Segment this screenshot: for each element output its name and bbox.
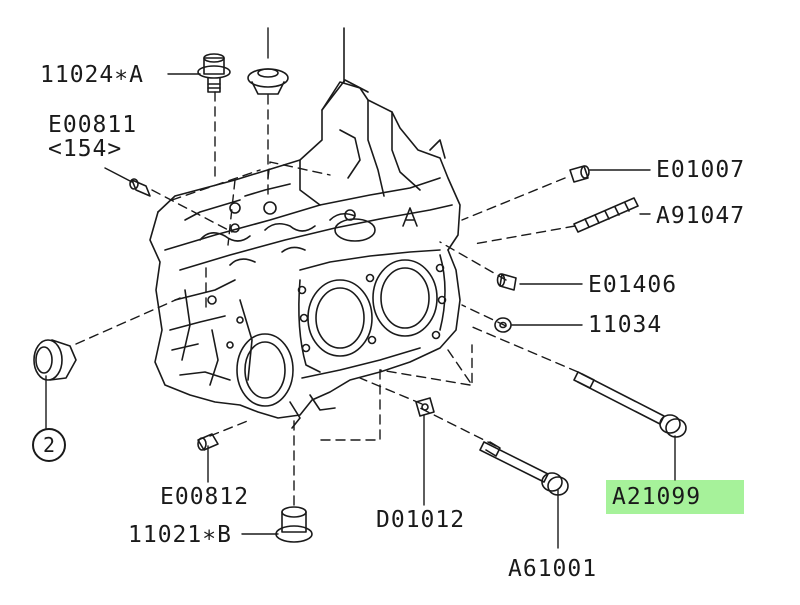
- label-e00812: E00812: [160, 484, 250, 510]
- bolt-11024a-icon: [197, 53, 231, 93]
- dashed-leaders: [75, 91, 579, 506]
- label-a21099: A21099: [612, 484, 702, 510]
- dowel-e00811-icon: [129, 178, 151, 197]
- label-11034: 11034: [588, 312, 663, 338]
- block-letter: [402, 207, 418, 227]
- part-highlight: [606, 480, 744, 514]
- dowel-e01406-icon: [496, 273, 517, 291]
- label-11021b: 11021∗B: [128, 522, 232, 548]
- label-e01007: E01007: [656, 157, 746, 183]
- label-d01012: D01012: [376, 507, 466, 533]
- plug-11021b-icon: [275, 506, 313, 543]
- solid-leaders: [45, 27, 676, 549]
- washer-d01012-icon: [415, 397, 435, 417]
- reference-circle-2: 2: [32, 428, 66, 462]
- bolt-a61001-icon: [479, 441, 569, 496]
- label-11024a: 11024∗A: [40, 62, 144, 88]
- label-a61001: A61001: [508, 556, 598, 582]
- plug-icon: [247, 68, 289, 95]
- seal-icon: [33, 339, 77, 381]
- washer-11034-icon: [494, 317, 512, 333]
- bolt-a21099-icon: [573, 371, 687, 438]
- bolt-holes: [207, 201, 447, 353]
- label-e00811-qty: <154>: [48, 136, 123, 162]
- dowel-e01007-icon: [569, 165, 590, 183]
- stud-a91047-icon: [573, 197, 639, 233]
- label-a91047: A91047: [656, 203, 746, 229]
- label-e01406: E01406: [588, 272, 678, 298]
- cylinder-bores: [236, 249, 446, 407]
- engine-block-outline: [149, 79, 461, 429]
- label-e00811: E00811: [48, 112, 138, 138]
- dowel-e00812-icon: [197, 433, 219, 451]
